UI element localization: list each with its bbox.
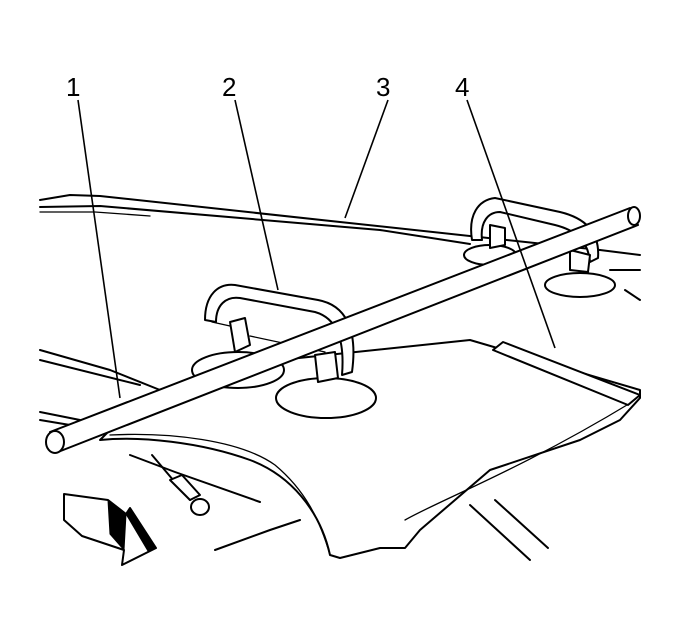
callout-3: 3 xyxy=(376,72,390,102)
callout-leaders xyxy=(77,99,556,399)
roof-outline xyxy=(39,194,641,561)
leader-4 xyxy=(466,99,556,349)
front-direction-arrow-icon xyxy=(63,493,157,566)
leader-3 xyxy=(344,99,389,219)
lifting-rod xyxy=(45,206,641,454)
roof-panel xyxy=(99,339,641,559)
callout-4: 4 xyxy=(455,72,469,102)
leader-2 xyxy=(234,99,279,291)
tape-strip xyxy=(492,341,641,406)
leader-1 xyxy=(77,99,121,399)
callout-numbers: 1 2 3 4 xyxy=(66,72,469,102)
callout-2: 2 xyxy=(222,72,236,102)
callout-1: 1 xyxy=(66,72,80,102)
locating-pin xyxy=(169,474,210,516)
